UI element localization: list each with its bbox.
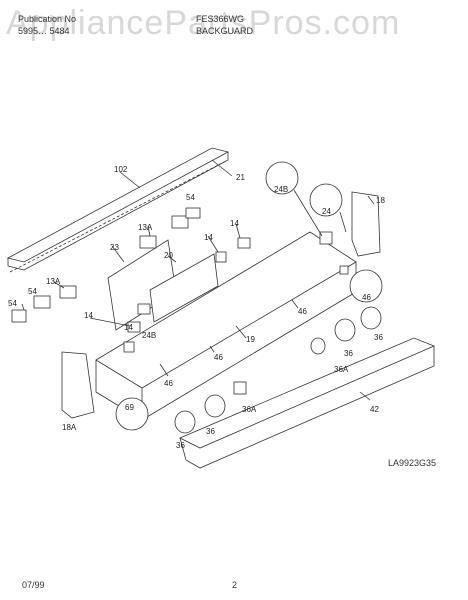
part-label-46-left: 46	[164, 379, 173, 388]
figure-id: LA9923G35	[388, 458, 437, 468]
part-label-69: 69	[125, 403, 134, 412]
part-label-24b-lower: 24B	[142, 331, 156, 340]
part-label-24: 24	[322, 207, 331, 216]
part-label-54-top: 54	[186, 193, 195, 202]
part-label-54-mid: 54	[28, 287, 37, 296]
part-label-46-right: 46	[298, 307, 307, 316]
part-label-14-center: 14	[204, 233, 213, 242]
footer-date: 07/99	[22, 580, 45, 590]
part-label-18a: 18A	[62, 423, 77, 432]
part-label-36-right: 36	[344, 349, 353, 358]
model-number: FES366WG	[196, 14, 245, 24]
part-label-36a: 36A	[334, 365, 349, 374]
part-label-42: 42	[370, 405, 379, 414]
footer-page-number: 2	[232, 580, 238, 590]
part-label-20: 20	[164, 251, 173, 260]
part-label-13a-left: 13A	[46, 277, 61, 286]
part-label-14-top: 14	[230, 219, 239, 228]
part-label-102: 102	[114, 165, 128, 174]
part-label-19: 19	[246, 335, 255, 344]
part-label-24b: 24B	[274, 185, 288, 194]
part-label-46-callout: 46	[362, 293, 371, 302]
part-callouts: 102 21 24B 24 18 23 20 13A 54 14 46 19 3…	[8, 165, 385, 450]
section-title: BACKGUARD	[196, 26, 254, 36]
part-label-18: 18	[376, 196, 385, 205]
publication-label: Publication No	[18, 14, 77, 24]
part-label-13a-top: 13A	[138, 223, 153, 232]
part-label-14-mid: 14	[124, 323, 133, 332]
part-label-46-mid: 46	[214, 353, 223, 362]
part-label-21: 21	[236, 173, 245, 182]
part-label-14-left: 14	[84, 311, 93, 320]
part-label-36a-mid: 36A	[242, 405, 257, 414]
part-label-36-left: 36	[176, 441, 185, 450]
part-label-36: 36	[374, 333, 383, 342]
watermark: AppliancePartsPros.com	[6, 4, 401, 42]
part-label-54-left: 54	[8, 299, 17, 308]
part-label-23: 23	[110, 243, 119, 252]
part-label-36-mid: 36	[206, 427, 215, 436]
publication-number: 5995… 5484	[18, 26, 70, 36]
